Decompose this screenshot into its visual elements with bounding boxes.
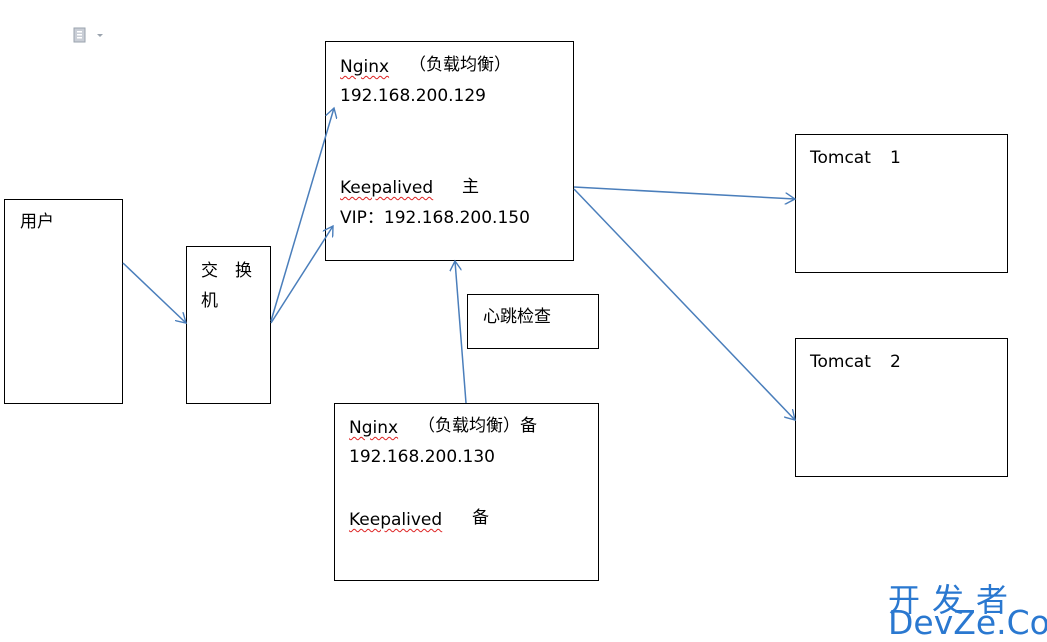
- tomcat1-num: 1: [890, 148, 901, 168]
- watermark-en: DevZe.CoM: [888, 603, 1047, 642]
- switch-label-2: 机: [201, 291, 218, 311]
- tomcat2-box: Tomcat 2: [795, 338, 1008, 477]
- heartbeat-label: 心跳检查: [483, 307, 551, 327]
- nginx-backup-name: Nginx: [349, 418, 399, 438]
- arrow-switch-to-nginx-ip: [270, 108, 334, 322]
- paste-options-icon[interactable]: [72, 26, 106, 46]
- tomcat1-box: Tomcat 1: [795, 134, 1008, 273]
- tomcat1-name: Tomcat: [810, 148, 871, 168]
- nginx-master-role: （负载均衡）: [409, 55, 511, 75]
- switch-box: 交 换 机: [186, 246, 271, 404]
- nginx-backup-ip: 192.168.200.130: [349, 447, 496, 467]
- heartbeat-box: 心跳检查: [467, 294, 599, 349]
- nginx-master-name: Nginx: [340, 57, 390, 77]
- tomcat2-num: 2: [890, 352, 901, 372]
- keepalived-master-name: Keepalived: [340, 178, 434, 198]
- watermark-cn: 开发者: [888, 581, 1021, 619]
- vip-label: VIP：192.168.200.150: [340, 208, 530, 228]
- keepalived-backup-role: 备: [472, 508, 489, 528]
- keepalived-backup-name: Keepalived: [349, 510, 443, 530]
- tomcat2-name: Tomcat: [810, 352, 871, 372]
- arrow-backup-to-master-heartbeat: [455, 261, 467, 404]
- switch-label-1b: 换: [235, 261, 252, 281]
- arrow-nginx-to-tomcat2: [573, 188, 795, 420]
- nginx-backup-role: （负载均衡）备: [418, 416, 537, 436]
- switch-label-1a: 交: [201, 261, 218, 281]
- keepalived-master-role: 主: [462, 177, 479, 197]
- arrow-switch-to-vip: [270, 226, 333, 324]
- nginx-backup-box: Nginx （负载均衡）备 192.168.200.130 Keepalived…: [334, 403, 599, 581]
- user-label: 用户: [20, 212, 54, 232]
- arrow-nginx-to-tomcat1: [573, 186, 795, 199]
- user-box: 用户: [4, 199, 123, 404]
- nginx-master-ip: 192.168.200.129: [340, 86, 487, 106]
- arrow-user-to-switch: [122, 262, 186, 323]
